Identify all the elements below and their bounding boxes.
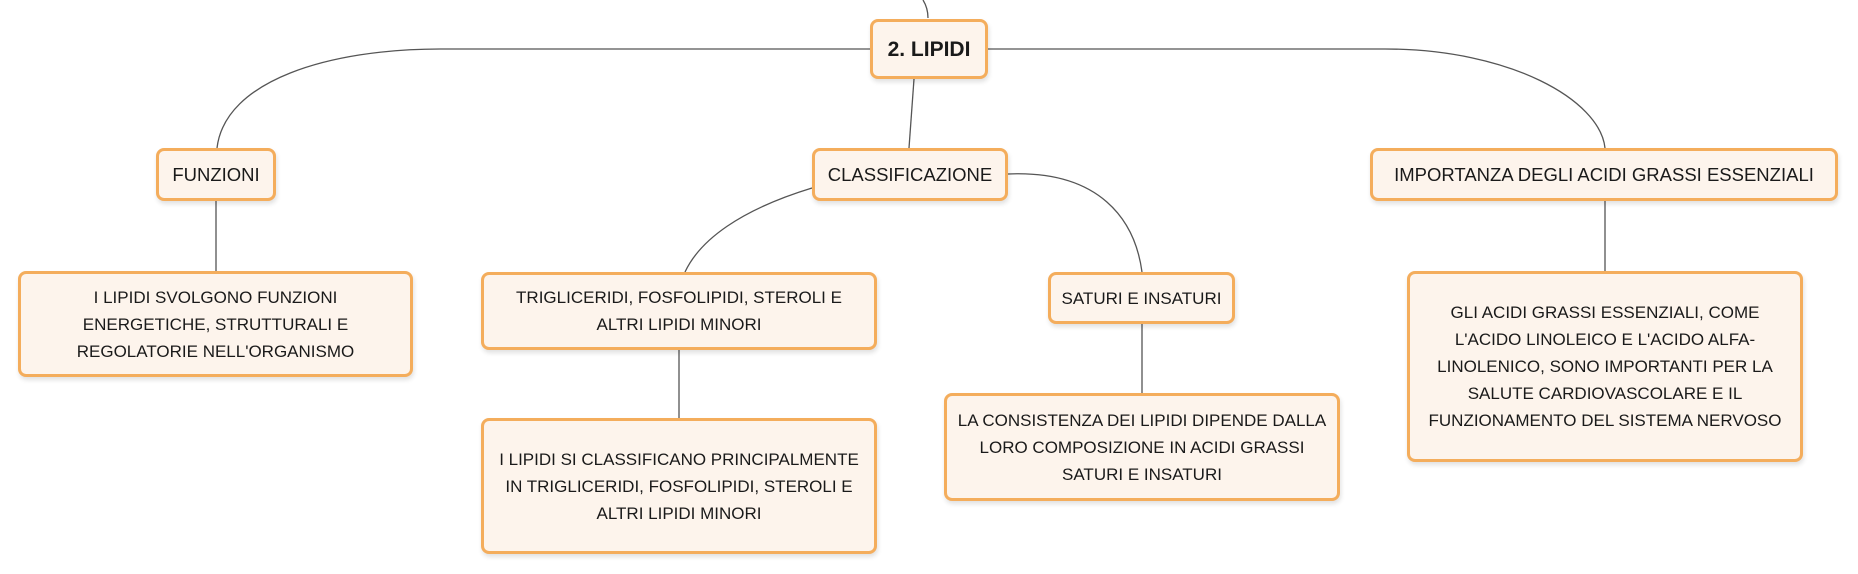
node-saturi-desc[interactable]: LA CONSISTENZA DEI LIPIDI DIPENDE DALLA … bbox=[944, 393, 1340, 501]
edge-root-to-classificazione bbox=[908, 78, 915, 149]
node-funzioni[interactable]: FUNZIONI bbox=[156, 148, 276, 201]
node-importanza-desc[interactable]: GLI ACIDI GRASSI ESSENZIALI, COME L'ACID… bbox=[1407, 271, 1803, 462]
node-trigliceridi[interactable]: TRIGLICERIDI, FOSFOLIPIDI, STEROLI E ALT… bbox=[481, 272, 877, 350]
edge-root-to-importanza bbox=[988, 48, 1606, 149]
node-root-lipidi[interactable]: 2. LIPIDI bbox=[870, 19, 988, 79]
node-importanza[interactable]: IMPORTANZA DEGLI ACIDI GRASSI ESSENZIALI bbox=[1370, 148, 1838, 201]
edge-classificazione-to-trigliceridi bbox=[684, 187, 813, 273]
node-saturi[interactable]: SATURI E INSATURI bbox=[1048, 272, 1235, 324]
edge-parent-to-root bbox=[922, 0, 929, 19]
node-classificazione[interactable]: CLASSIFICAZIONE bbox=[812, 148, 1008, 201]
node-trigliceridi-desc[interactable]: I LIPIDI SI CLASSIFICANO PRINCIPALMENTE … bbox=[481, 418, 877, 554]
edge-root-to-funzioni bbox=[216, 48, 870, 149]
node-funzioni-desc[interactable]: I LIPIDI SVOLGONO FUNZIONI ENERGETICHE, … bbox=[18, 271, 413, 377]
edge-classificazione-to-saturi bbox=[1007, 173, 1143, 273]
